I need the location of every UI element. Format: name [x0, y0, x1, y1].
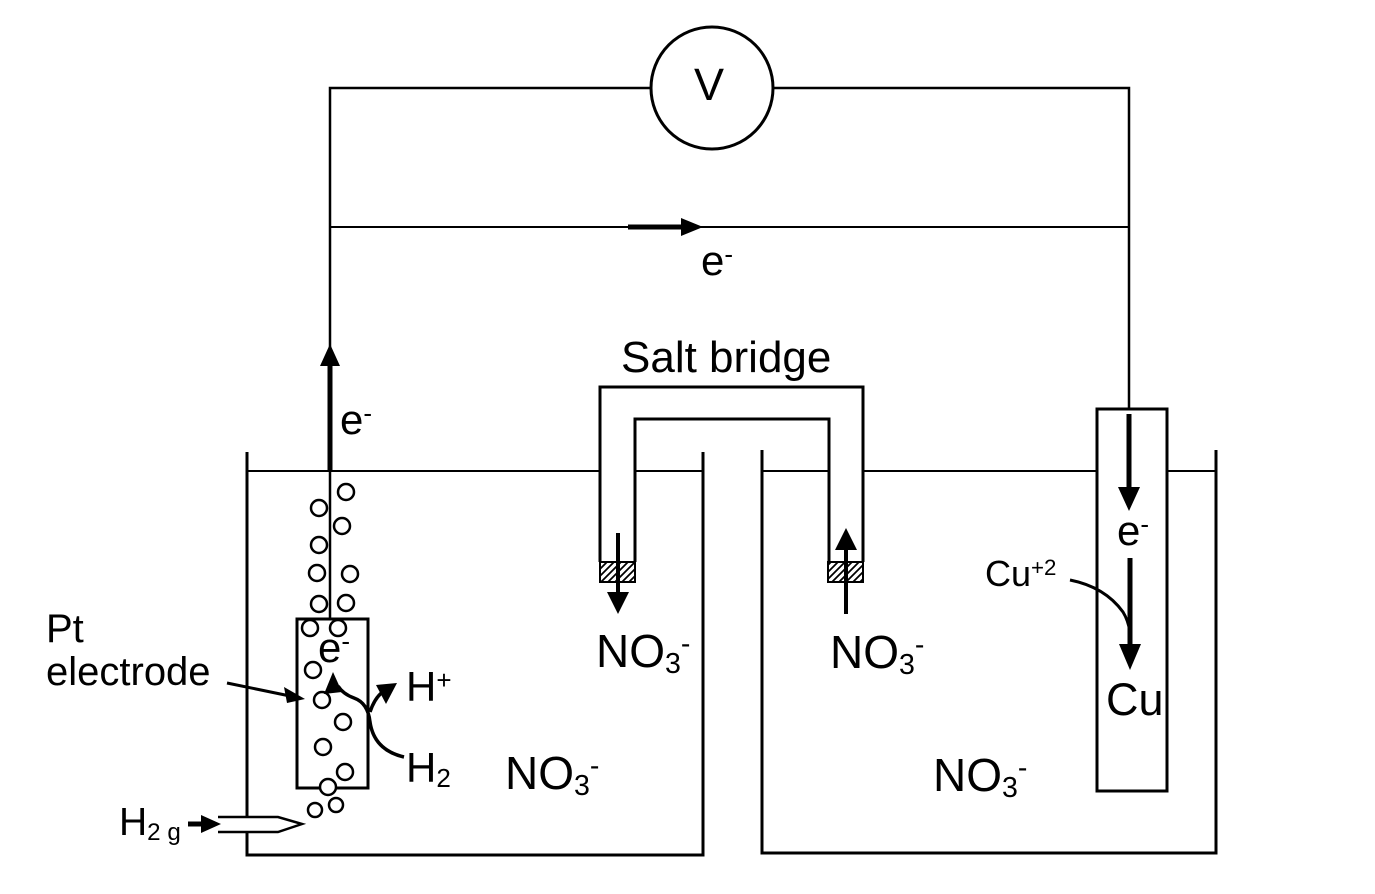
- electron-label-pt: e-: [318, 624, 351, 671]
- h-plus-arrowhead: [376, 683, 397, 704]
- gas-inlet-tube: [218, 815, 307, 834]
- hydrogen-ion-label: H+: [406, 663, 452, 710]
- cu-electron-arrow: [1118, 414, 1140, 511]
- salt-bridge-label: Salt bridge: [621, 333, 832, 382]
- electron-arrowhead: [324, 672, 342, 694]
- h2-oxidation-arrows: [324, 672, 405, 759]
- electron-flow-arrow-top: [628, 218, 703, 236]
- h2-bubbles: [300, 482, 360, 819]
- electron-label-left-wire: e-: [340, 396, 373, 443]
- salt-bridge-outer-wall: [598, 385, 865, 562]
- nitrate-arrow-up: [835, 528, 857, 614]
- beakers: [245, 450, 1218, 857]
- copper-ion-label: Cu+2: [985, 553, 1057, 594]
- gas-inlet-arrow: [188, 815, 221, 833]
- left-beaker: [245, 452, 705, 857]
- electron-label-top-wire: e-: [701, 237, 734, 284]
- pt-electrode-label: Pt electrode: [46, 607, 211, 694]
- right-beaker: [760, 450, 1218, 855]
- nitrate-label-right-beaker: NO3-: [933, 749, 1028, 804]
- salt-bridge-tube: [598, 385, 865, 562]
- nitrate-label-left-beaker: NO3-: [505, 747, 600, 802]
- nitrate-arrow-down: [607, 533, 629, 614]
- voltmeter-circle: [649, 25, 775, 151]
- copper-metal-label: Cu: [1106, 674, 1164, 725]
- electron-label-cu: e-: [1117, 507, 1150, 554]
- pt-electrode-pointer-arrow: [226, 681, 305, 703]
- voltmeter-label: V: [694, 59, 725, 110]
- electron-flow-arrow-left-wire: [320, 344, 340, 470]
- salt-bridge-inner-wall: [633, 417, 831, 562]
- hydrogen-molecule-label: H2: [406, 744, 451, 794]
- nitrate-label-bridge-right: NO3-: [830, 626, 925, 681]
- cu-ion-curve: [1069, 578, 1132, 633]
- hydrogen-gas-inlet-label: H2 g: [119, 801, 181, 846]
- nitrate-label-bridge-left: NO3-: [596, 625, 691, 680]
